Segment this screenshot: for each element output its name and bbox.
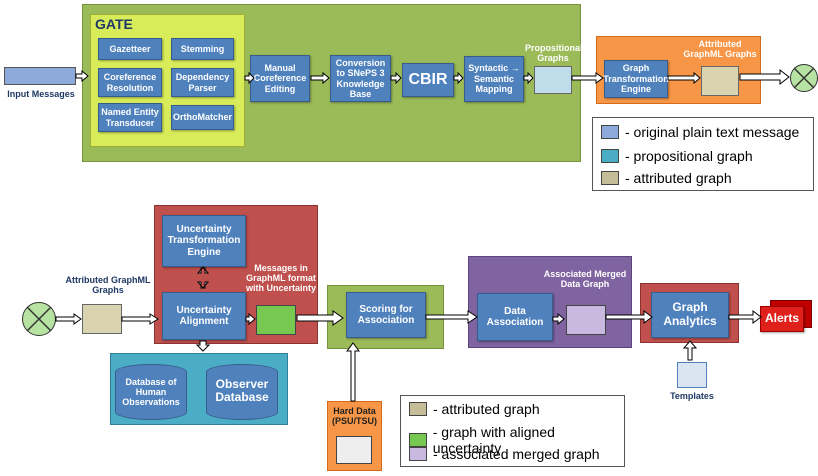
associated-merged-legend-icon (409, 447, 427, 461)
arrow-alignment-db (195, 340, 211, 352)
arrow-input-gate (75, 69, 89, 83)
graph-analytics-box: Graph Analytics (651, 292, 729, 338)
arrow-messages-scoring (296, 310, 344, 326)
input-messages-label: Input Messages (7, 89, 75, 99)
gate-title: GATE (95, 16, 133, 32)
aligned-uncertainty-graph-icon (256, 305, 296, 335)
database-human-cylinder (115, 364, 187, 420)
templates-icon (677, 362, 707, 388)
observer-database-label: Observer Database (215, 377, 269, 405)
associated-merged-graph-icon (566, 305, 606, 335)
cbir-box: CBIR (402, 63, 454, 97)
syntactic-semantic-box: Syntactic → Semantic Mapping (464, 56, 524, 102)
scoring-association-box: Scoring for Association (346, 292, 426, 338)
arrow-gate-manual (244, 71, 255, 85)
arrow-merged-analytics (605, 310, 653, 324)
propositional-graphs-label: Propositional Graphs (525, 43, 583, 63)
legend-bottom: - attributed graph - graph with aligned … (400, 395, 625, 467)
plain-text-message-icon (601, 125, 619, 139)
arrow-analytics-alerts (728, 310, 762, 324)
attributed-graph-icon-top (701, 66, 739, 96)
arrow-transform-attr (667, 71, 701, 85)
aligned-uncertainty-legend-icon (409, 433, 427, 447)
legend-top-item-3: - attributed graph (625, 170, 732, 186)
named-entity-transducer-box: Named Entity Transducer (98, 103, 162, 132)
arrow-templates-analytics (682, 340, 698, 361)
legend-top-item-1: - original plain text message (625, 124, 800, 140)
arrow-cbir-syntactic (453, 71, 464, 85)
legend-bottom-item-2: - graph with aligned uncertainty (432, 424, 555, 456)
arrow-conversion-cbir (390, 71, 402, 85)
observer-database-cylinder (206, 364, 278, 420)
database-human-label: Database of Human Observations (122, 377, 180, 407)
attributed-graph-legend-icon (601, 171, 619, 185)
coreference-resolution-box: Coreference Resolution (98, 68, 162, 97)
arrow-engine-alignment (196, 266, 210, 289)
legend-bottom-item-1: - attributed graph (433, 401, 540, 417)
hard-data-label: Hard Data (PSU/TSU) (332, 406, 377, 426)
hard-data-icon (336, 436, 372, 464)
uncertainty-alignment-box: Uncertainty Alignment (162, 292, 246, 340)
gazetteer-box: Gazetteer (98, 38, 162, 60)
uncertainty-transformation-engine-box: Uncertainty Transformation Engine (162, 215, 246, 267)
messages-graphml-label: Messages in GraphML format with Uncertai… (245, 263, 316, 293)
stemming-box: Stemming (171, 38, 234, 60)
attributed-graph-legend-icon-bottom (409, 402, 427, 416)
associated-merged-label: Associated Merged Data Graph (543, 269, 627, 289)
conversion-sneps-box: Conversion to SNePS 3 Knowledge Base (330, 55, 391, 102)
alerts-box: Alerts (760, 306, 804, 332)
legend-top-item-2: - propositional graph (625, 148, 753, 164)
arrow-alignment-messages (245, 312, 256, 326)
arrow-attr-sink (739, 68, 790, 86)
dependency-parser-box: Dependency Parser (171, 68, 234, 97)
arrow-manual-conversion (310, 71, 330, 85)
arrow-scoring-data (425, 310, 478, 324)
arrow-hard-data-scoring (346, 342, 360, 402)
arrow-prop-transform (571, 72, 604, 84)
orthomatcher-box: OrthoMatcher (171, 105, 234, 130)
propositional-graph-legend-icon (601, 149, 619, 163)
legend-bottom-item-3: - associated merged graph (433, 446, 600, 462)
templates-label: Templates (670, 391, 714, 401)
attributed-graphml-label-bottom: Attributed GraphML Graphs (65, 275, 151, 295)
arrow-syntactic-prop (523, 71, 534, 85)
arrow-data-merged (552, 312, 565, 326)
attributed-graph-icon-bottom (82, 304, 122, 334)
arrow-attr-uncertainty (121, 313, 159, 325)
attributed-graphml-label-top: Attributed GraphML Graphs (683, 39, 757, 59)
arrow-sink-attr-bottom (55, 313, 82, 325)
legend-top: - original plain text message - proposit… (592, 117, 814, 191)
